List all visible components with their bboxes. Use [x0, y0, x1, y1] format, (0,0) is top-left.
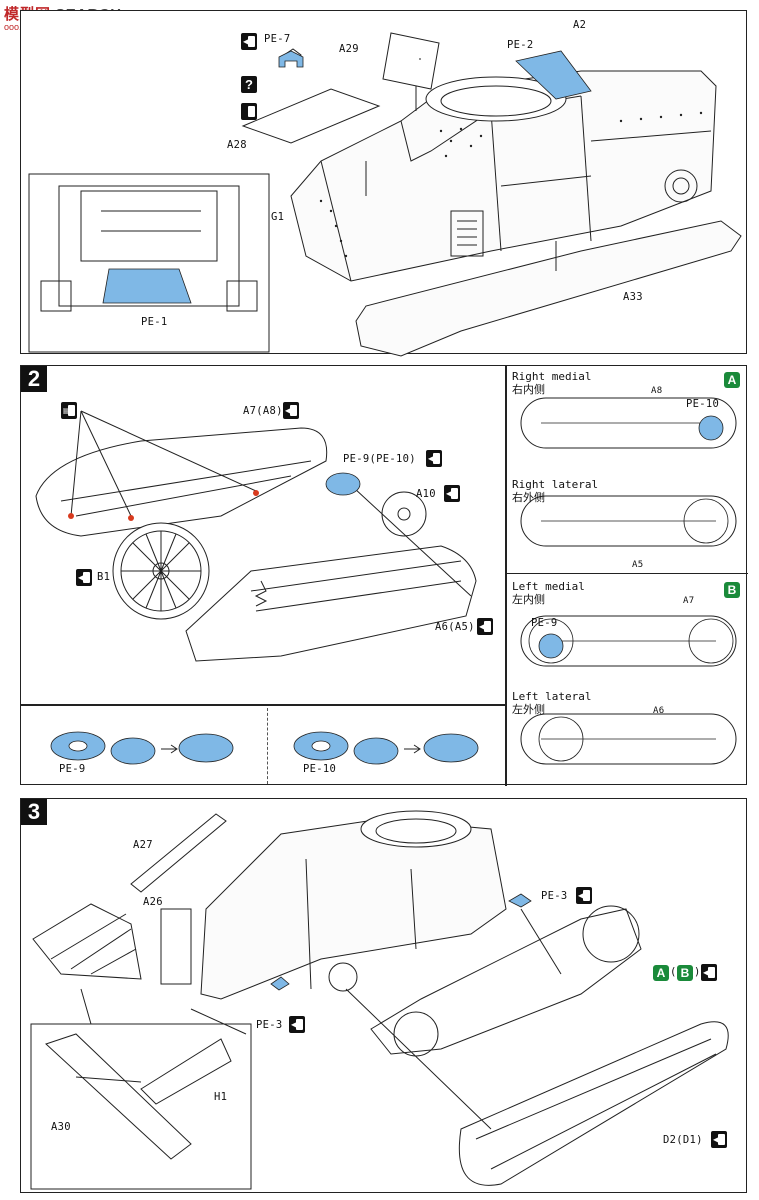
label-d2d1: D2(D1) [663, 1134, 703, 1146]
tag-a: A [653, 965, 669, 981]
divider [267, 708, 268, 784]
photo-etch-icon: ◀ [426, 450, 442, 467]
step1-drawing [28, 32, 742, 357]
label-a7a8: A7(A8) [243, 405, 283, 417]
label-a30: A30 [51, 1121, 71, 1133]
label-pe1: PE-1 [141, 316, 168, 328]
left-lateral-title: Left lateral [512, 690, 592, 703]
photo-etch-icon: ◀ [289, 1016, 305, 1033]
label-a33: A33 [623, 291, 643, 303]
tag-b: B [677, 965, 693, 981]
tag-a: A [724, 372, 740, 388]
label-g1: G1 [271, 211, 285, 223]
step-number: 2 [21, 366, 47, 392]
label-left-lateral-part: A6 [653, 706, 665, 716]
photo-etch-icon: ◀ [444, 485, 460, 502]
right-lateral-title: Right lateral [512, 478, 599, 491]
divider [505, 366, 507, 786]
pe1-part [102, 268, 192, 304]
step3-drawing [30, 810, 729, 1190]
photo-etch-icon: ◀ [241, 33, 257, 50]
step3-panel: 3 [20, 798, 747, 1193]
label-a6a5: A6(A5) [435, 621, 475, 633]
step2-drawing [35, 397, 737, 765]
label-left-medial-part: A7 [683, 596, 695, 606]
label-a28: A28 [227, 139, 247, 151]
photo-etch-icon: ◀ [711, 1131, 727, 1148]
photo-etch-icon: ◀ [76, 569, 92, 586]
step1-panel: ◀ PE-7 ? A28 A29 PE-2 A2 G1 A33 PE-1 [20, 10, 747, 357]
label-pe2: PE-2 [507, 39, 534, 51]
photo-etch-icon: ◀ [283, 402, 299, 419]
right-lateral-title-cn: 右外侧 [512, 491, 545, 504]
divider [505, 573, 748, 574]
photo-etch-icon: ◀ [701, 964, 717, 981]
step-number: 3 [21, 799, 47, 825]
label-a26: A26 [143, 896, 163, 908]
label-b1: B1 [97, 571, 111, 583]
label-a29: A29 [339, 43, 359, 55]
label-pe7: PE-7 [264, 33, 291, 45]
left-medial-title-cn: 左内侧 [512, 593, 545, 606]
photo-etch-icon: ◀ [477, 618, 493, 635]
label-a10: A10 [416, 488, 436, 500]
label-paren-open: ( [670, 966, 677, 978]
photo-etch-icon: ◀ [576, 887, 592, 904]
label-right-medial-part: A8 [651, 386, 663, 396]
label-pe10: PE-10 [303, 763, 337, 775]
label-paren-close: ) [694, 966, 701, 978]
divider [21, 704, 505, 706]
label-right-medial-pe: PE-10 [686, 398, 720, 410]
glue-icon [241, 103, 257, 120]
label-pe9: PE-9 [59, 763, 86, 775]
label-a2: A2 [573, 19, 587, 31]
pe2-part [515, 50, 592, 100]
right-medial-title: Right medial [512, 370, 592, 383]
label-pe3-top: PE-3 [541, 890, 568, 902]
left-lateral-title-cn: 左外侧 [512, 703, 545, 716]
label-pe3-bottom: PE-3 [256, 1019, 283, 1031]
question-icon: ? [241, 76, 257, 93]
tag-b: B [724, 582, 740, 598]
pe7-part [278, 50, 304, 68]
label-pe9pe10: PE-9(PE-10) [343, 453, 416, 465]
right-medial-title-cn: 右内侧 [512, 383, 545, 396]
photo-etch-icon: ▤ [61, 402, 77, 419]
label-left-medial-pe: PE-9 [531, 617, 558, 629]
label-right-lateral-part: A5 [632, 560, 644, 570]
step2-panel: 2 [20, 365, 748, 786]
label-a27: A27 [133, 839, 153, 851]
left-medial-title: Left medial [512, 580, 585, 593]
label-h1: H1 [214, 1091, 228, 1103]
